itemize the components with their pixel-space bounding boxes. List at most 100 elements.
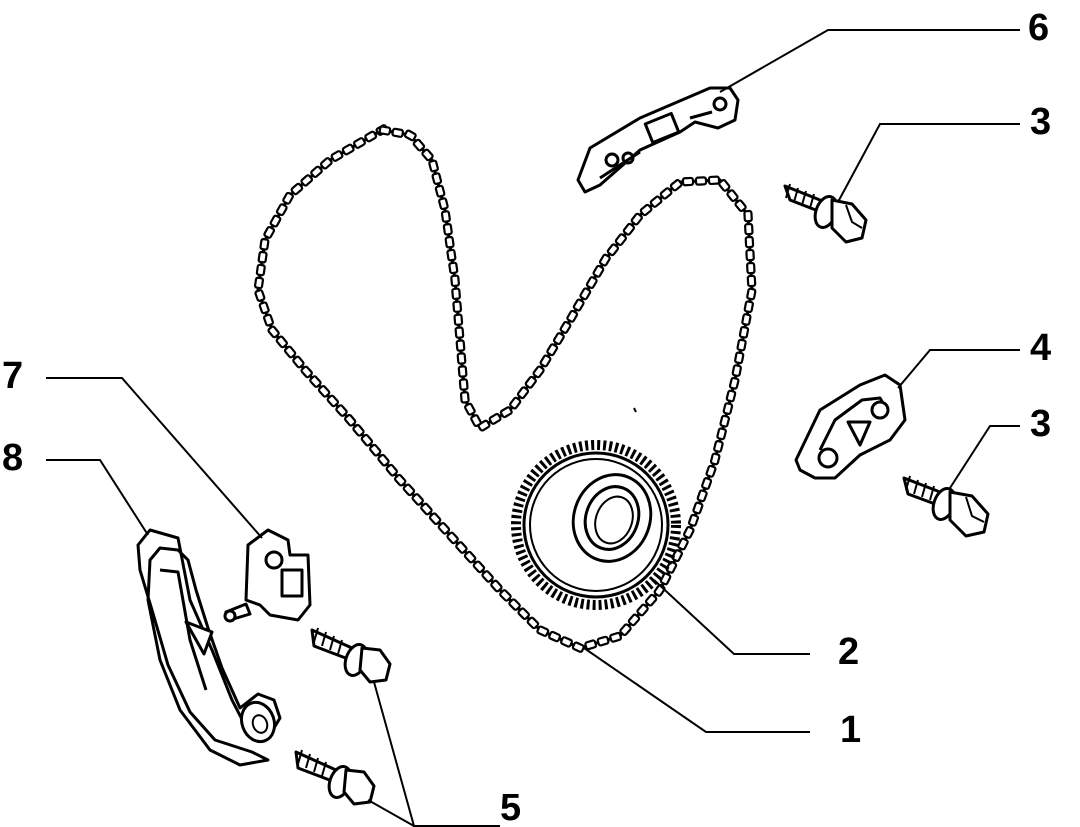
chain-link <box>536 625 550 637</box>
chain-link <box>309 375 322 388</box>
tensioner-shoe <box>136 528 282 767</box>
callout-8: 8 <box>2 437 23 479</box>
chain-link <box>254 289 266 302</box>
chain-link <box>683 525 695 539</box>
chain-link <box>659 572 672 586</box>
chain-link <box>446 248 457 262</box>
chain-link <box>745 248 755 262</box>
upper-chain-guide <box>576 86 740 194</box>
chain-link <box>412 138 426 152</box>
chain-link <box>736 338 747 352</box>
chain-link <box>719 414 730 428</box>
chain-link <box>255 263 266 277</box>
chain-link <box>455 339 466 352</box>
chain-link <box>300 365 313 379</box>
chain-link <box>630 212 643 226</box>
chain-link <box>559 320 572 334</box>
chain-link <box>622 222 636 236</box>
chain-link <box>253 276 265 290</box>
chain-link <box>659 187 673 200</box>
chain-link <box>457 365 468 378</box>
leader-7 <box>46 377 263 539</box>
chain-link <box>731 364 742 377</box>
chain-link <box>746 261 756 275</box>
callout-1: 1 <box>840 709 861 751</box>
chain-link <box>403 129 417 142</box>
chain-link <box>579 287 592 301</box>
chain-link <box>639 203 653 217</box>
chain-link <box>428 159 439 173</box>
callout-3-upper: 3 <box>1030 101 1051 143</box>
chain-link <box>269 214 282 228</box>
chain-link <box>606 243 620 257</box>
chain-link <box>546 343 559 357</box>
chain-link <box>692 501 704 515</box>
chain-link <box>283 345 297 359</box>
bolt <box>902 475 990 538</box>
bolt <box>294 749 376 806</box>
timing-chain <box>253 124 757 653</box>
chain-link <box>572 298 585 312</box>
chain-link <box>744 235 755 249</box>
chain-link <box>741 313 752 326</box>
chain-link <box>627 613 641 627</box>
chain-link <box>728 376 740 390</box>
bolt <box>783 183 868 244</box>
chain-link <box>330 150 344 162</box>
chain-link <box>614 233 628 246</box>
chain-link <box>746 274 757 288</box>
chain-link <box>669 179 683 192</box>
chain-link <box>385 463 398 477</box>
chain-link <box>353 137 366 149</box>
chain-link <box>411 493 424 506</box>
chain-link <box>393 473 407 487</box>
right-chain-guide <box>794 373 907 480</box>
chain-link <box>619 623 632 637</box>
chain-link <box>488 412 502 425</box>
chain-link <box>681 176 695 187</box>
chain-link <box>481 570 494 583</box>
chain-link <box>317 384 331 398</box>
chain-link <box>552 332 565 346</box>
chain-link <box>598 253 611 267</box>
chain-link <box>585 276 598 290</box>
chain-link <box>671 549 683 563</box>
chain-link <box>571 641 585 653</box>
chain-link <box>677 537 689 551</box>
chain-link <box>378 125 392 136</box>
leader-3b <box>949 425 1020 489</box>
chain-link <box>292 355 305 369</box>
chain-link <box>490 579 503 593</box>
chain-link <box>438 197 449 211</box>
chain-link <box>464 402 476 416</box>
chain-link <box>694 176 708 186</box>
chain-link <box>716 427 727 441</box>
chain-link <box>290 182 304 196</box>
chain-link <box>434 184 446 198</box>
chain-link <box>352 423 365 437</box>
chain-link <box>428 512 442 526</box>
chain-link <box>420 502 433 516</box>
chain-link <box>524 375 537 389</box>
chain-link <box>431 172 443 185</box>
chain-link <box>470 414 482 428</box>
chain-link <box>746 287 757 301</box>
chain-link <box>596 635 610 647</box>
chain-link <box>448 261 459 275</box>
chain-link <box>335 404 348 417</box>
chain-link <box>263 225 276 239</box>
chain-link <box>391 127 405 138</box>
chain-link <box>259 238 270 251</box>
chain-link <box>548 630 562 643</box>
chain-link <box>360 433 374 447</box>
chain-link <box>722 402 734 415</box>
chain-link <box>584 639 598 651</box>
chain-link <box>262 313 275 327</box>
chain-link <box>267 325 280 339</box>
chain-link <box>649 195 663 208</box>
leader-2 <box>653 579 810 655</box>
chain-link <box>442 223 453 236</box>
callout-5: 5 <box>500 787 521 827</box>
chain-link <box>592 264 605 278</box>
chain-link <box>326 394 340 408</box>
